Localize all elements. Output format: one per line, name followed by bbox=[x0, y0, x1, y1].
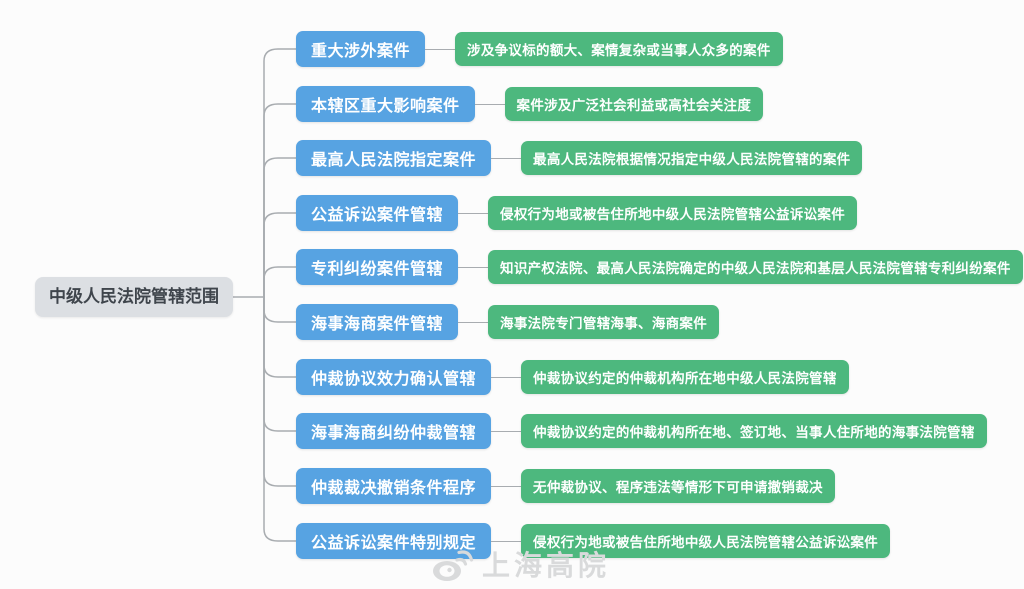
branch-desc-connector bbox=[458, 266, 489, 268]
desc-node: 涉及争议标的额大、案情复杂或当事人众多的案件 bbox=[455, 32, 783, 66]
desc-node: 无仲裁协议、程序违法等情形下可申请撤销裁决 bbox=[521, 469, 835, 503]
branch-node: 本辖区重大影响案件 bbox=[296, 86, 475, 122]
branch-desc-connector bbox=[491, 540, 522, 542]
branch-desc-connector bbox=[491, 430, 522, 432]
branch-row: 最高人民法院指定案件 最高人民法院根据情况指定中级人民法院管辖的案件 bbox=[296, 140, 863, 176]
weibo-icon bbox=[430, 545, 474, 583]
desc-node: 侵权行为地或被告住所地中级人民法院管辖公益诉讼案件 bbox=[488, 196, 858, 230]
branch-desc-connector bbox=[491, 157, 522, 159]
branch-node: 仲裁裁决撤销条件程序 bbox=[296, 468, 492, 504]
branch-desc-connector bbox=[491, 485, 522, 487]
branch-desc-connector bbox=[458, 321, 489, 323]
branch-node: 重大涉外案件 bbox=[296, 31, 426, 67]
branch-node: 仲裁协议效力确认管辖 bbox=[296, 359, 492, 395]
branch-desc-connector bbox=[458, 212, 489, 214]
branch-desc-connector bbox=[491, 376, 522, 378]
branch-node: 海事海商案件管辖 bbox=[296, 304, 459, 340]
desc-node: 案件涉及广泛社会利益或高社会关注度 bbox=[504, 87, 764, 121]
desc-node: 最高人民法院根据情况指定中级人民法院管辖的案件 bbox=[521, 141, 863, 175]
branch-row: 仲裁裁决撤销条件程序 无仲裁协议、程序违法等情形下可申请撤销裁决 bbox=[296, 468, 835, 504]
branch-row: 专利纠纷案件管辖 知识产权法院、最高人民法院确定的中级人民法院和基层人民法院管辖… bbox=[296, 249, 1023, 285]
branch-row: 海事海商纠纷仲裁管辖 仲裁协议约定的仲裁机构所在地、签订地、当事人住所地的海事法… bbox=[296, 413, 987, 449]
branch-row: 海事海商案件管辖 海事法院专门管辖海事、海商案件 bbox=[296, 304, 720, 340]
watermark-text: 上海高院 bbox=[482, 549, 611, 582]
desc-node: 仲裁协议约定的仲裁机构所在地、签订地、当事人住所地的海事法院管辖 bbox=[521, 414, 987, 448]
branch-node: 公益诉讼案件管辖 bbox=[296, 195, 459, 231]
root-node: 中级人民法院管辖范围 bbox=[35, 277, 233, 317]
watermark: 上海高院 bbox=[430, 544, 610, 584]
branch-row: 重大涉外案件 涉及争议标的额大、案情复杂或当事人众多的案件 bbox=[296, 31, 783, 67]
branch-row: 仲裁协议效力确认管辖 仲裁协议约定的仲裁机构所在地中级人民法院管辖 bbox=[296, 359, 849, 395]
branch-node: 专利纠纷案件管辖 bbox=[296, 249, 459, 285]
branch-row: 公益诉讼案件管辖 侵权行为地或被告住所地中级人民法院管辖公益诉讼案件 bbox=[296, 195, 858, 231]
desc-node: 知识产权法院、最高人民法院确定的中级人民法院和基层人民法院管辖专利纠纷案件 bbox=[488, 250, 1023, 284]
branch-desc-connector bbox=[474, 103, 505, 105]
branch-row: 本辖区重大影响案件 案件涉及广泛社会利益或高社会关注度 bbox=[296, 86, 764, 122]
branch-node: 海事海商纠纷仲裁管辖 bbox=[296, 413, 492, 449]
desc-node: 侵权行为地或被告住所地中级人民法院管辖公益诉讼案件 bbox=[521, 524, 891, 558]
desc-node: 海事法院专门管辖海事、海商案件 bbox=[488, 305, 720, 339]
desc-node: 仲裁协议约定的仲裁机构所在地中级人民法院管辖 bbox=[521, 360, 849, 394]
branch-desc-connector bbox=[425, 48, 456, 50]
branch-node: 最高人民法院指定案件 bbox=[296, 140, 492, 176]
